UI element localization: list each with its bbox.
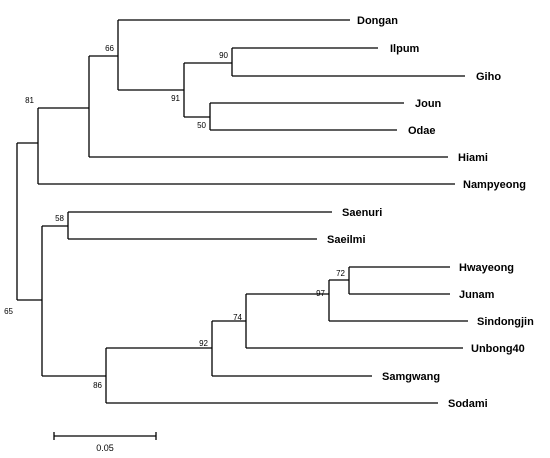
taxon-label-saeilmi: Saeilmi [327,234,366,246]
bootstrap-50: 50 [197,121,206,130]
taxon-label-junam: Junam [459,289,495,301]
bootstrap-66: 66 [105,44,114,53]
bootstrap-90: 90 [219,51,228,60]
taxon-label-joun: Joun [415,98,442,110]
taxon-label-sindongjin: Sindongjin [477,316,534,328]
bootstrap-92: 92 [199,339,208,348]
taxon-label-sodami: Sodami [448,398,488,410]
taxon-label-hiami: Hiami [458,152,488,164]
taxon-label-giho: Giho [476,71,501,83]
bootstrap-81: 81 [25,96,34,105]
bootstrap-65: 65 [4,307,13,316]
taxon-label-dongan: Dongan [357,15,398,27]
bootstrap-74: 74 [233,313,242,322]
bootstrap-72: 72 [336,269,345,278]
taxon-label-hwayeong: Hwayeong [459,262,514,274]
scale-bar: 0.05 [53,432,157,453]
taxon-label-odae: Odae [408,125,436,137]
taxon-label-ilpum: Ilpum [390,43,420,55]
scale-bar-label: 0.05 [96,443,114,453]
taxon-label-saenuri: Saenuri [342,207,382,219]
bootstrap-97: 97 [316,289,325,298]
bootstrap-86: 86 [93,381,102,390]
taxon-label-unbong40: Unbong40 [471,343,525,355]
taxon-label-nampyeong: Nampyeong [463,179,526,191]
bootstrap-91: 91 [171,94,180,103]
bootstrap-58: 58 [55,214,64,223]
taxon-label-samgwang: Samgwang [382,371,440,383]
